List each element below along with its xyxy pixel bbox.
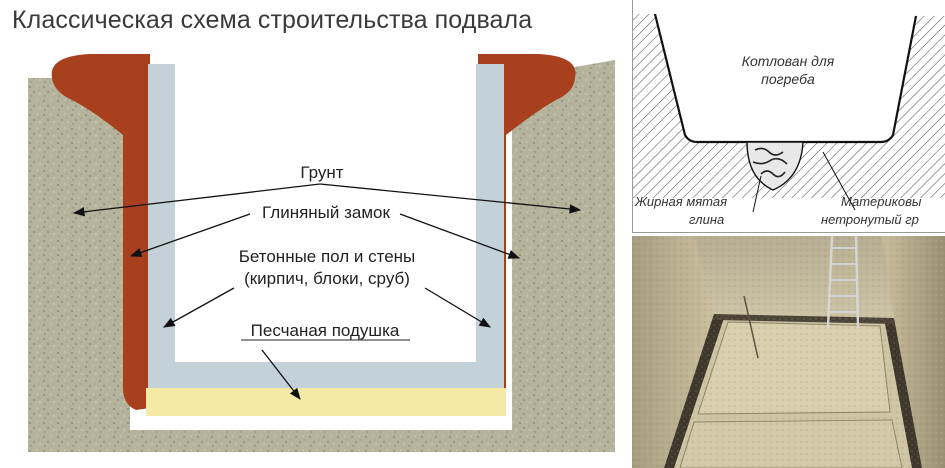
label-sand-cushion: Песчаная подушка [251, 321, 400, 340]
clay-lock-left [51, 54, 150, 410]
cellar-pit-sketch-svg: Котлован для погреба Жирная мятая глина … [633, 13, 945, 227]
photo-texture [632, 236, 945, 468]
arrow-clay-right [399, 213, 521, 259]
photo-stake [743, 295, 759, 359]
cellar-pit-sketch: Котлован для погреба Жирная мятая глина … [632, 0, 945, 233]
sand-cushion [146, 388, 506, 416]
sketch-left-label-line1: Жирная мятая [634, 194, 727, 209]
sketch-pit-label-line1: Котлован для [742, 53, 835, 69]
label-concrete-line1: Бетонные пол и стены [239, 247, 416, 266]
arrow-concrete-right [424, 287, 492, 328]
arrow-soil-left [72, 183, 321, 217]
arrow-concrete-left [162, 287, 235, 328]
sketch-pit-label-line2: погреба [761, 71, 815, 87]
arrow-soil-right [319, 183, 582, 214]
diagram-title: Классическая схема строительства подвала [12, 6, 533, 34]
basement-scheme-svg: Грунт Глиняный замок Бетонные пол и стен… [28, 54, 615, 452]
basement-scheme-diagram: Грунт Глиняный замок Бетонные пол и стен… [12, 6, 615, 452]
photo-ladder [826, 236, 860, 329]
basement-interior [175, 64, 476, 362]
sketch-right-label-line2: нетронутый гр [821, 212, 919, 227]
excavated-cellar-photo-svg [632, 236, 945, 468]
sketch-leader-right [822, 151, 856, 211]
arrow-clay-left [129, 213, 251, 257]
sketch-right-label-line1: Материковы [841, 194, 922, 209]
sketch-left-label-line2: глина [689, 212, 724, 227]
excavated-cellar-photo [632, 236, 945, 468]
label-soil: Грунт [300, 163, 343, 182]
label-concrete-line2: (кирпич, блоки, сруб) [244, 269, 410, 288]
arrow-sand [261, 349, 301, 400]
sketch-leader-left [752, 175, 762, 213]
label-clay-lock: Глиняный замок [262, 203, 390, 222]
sketch-ground-hatch [633, 14, 945, 198]
pointer-arrows [72, 183, 582, 400]
